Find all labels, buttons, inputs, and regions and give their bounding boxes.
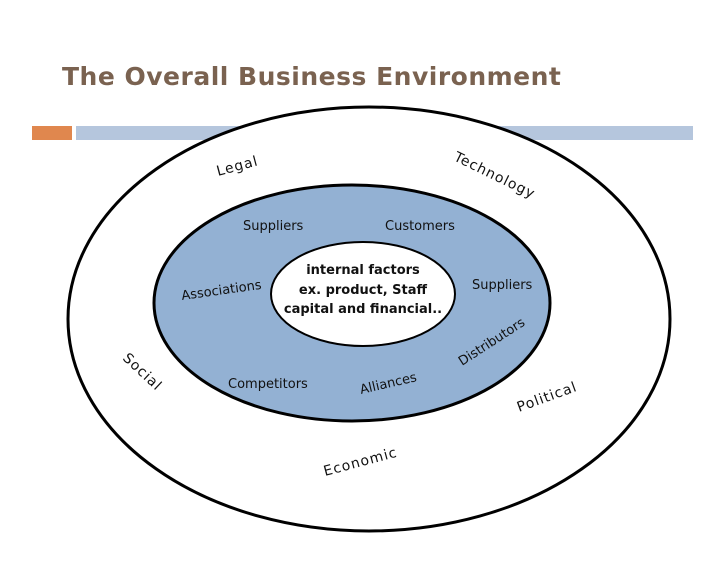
core-line-1: internal factors	[306, 263, 420, 278]
label-competitors: Competitors	[228, 377, 308, 392]
core-line-2: ex. product, Staff	[299, 283, 428, 298]
accent-bar-orange	[32, 126, 72, 140]
label-suppliers-right: Suppliers	[472, 278, 533, 293]
label-suppliers-top: Suppliers	[243, 219, 304, 234]
core-line-3: capital and financial..	[284, 302, 442, 317]
label-customers: Customers	[385, 219, 455, 234]
page-title: The Overall Business Environment	[62, 62, 562, 91]
core-internal-factors	[270, 241, 456, 347]
